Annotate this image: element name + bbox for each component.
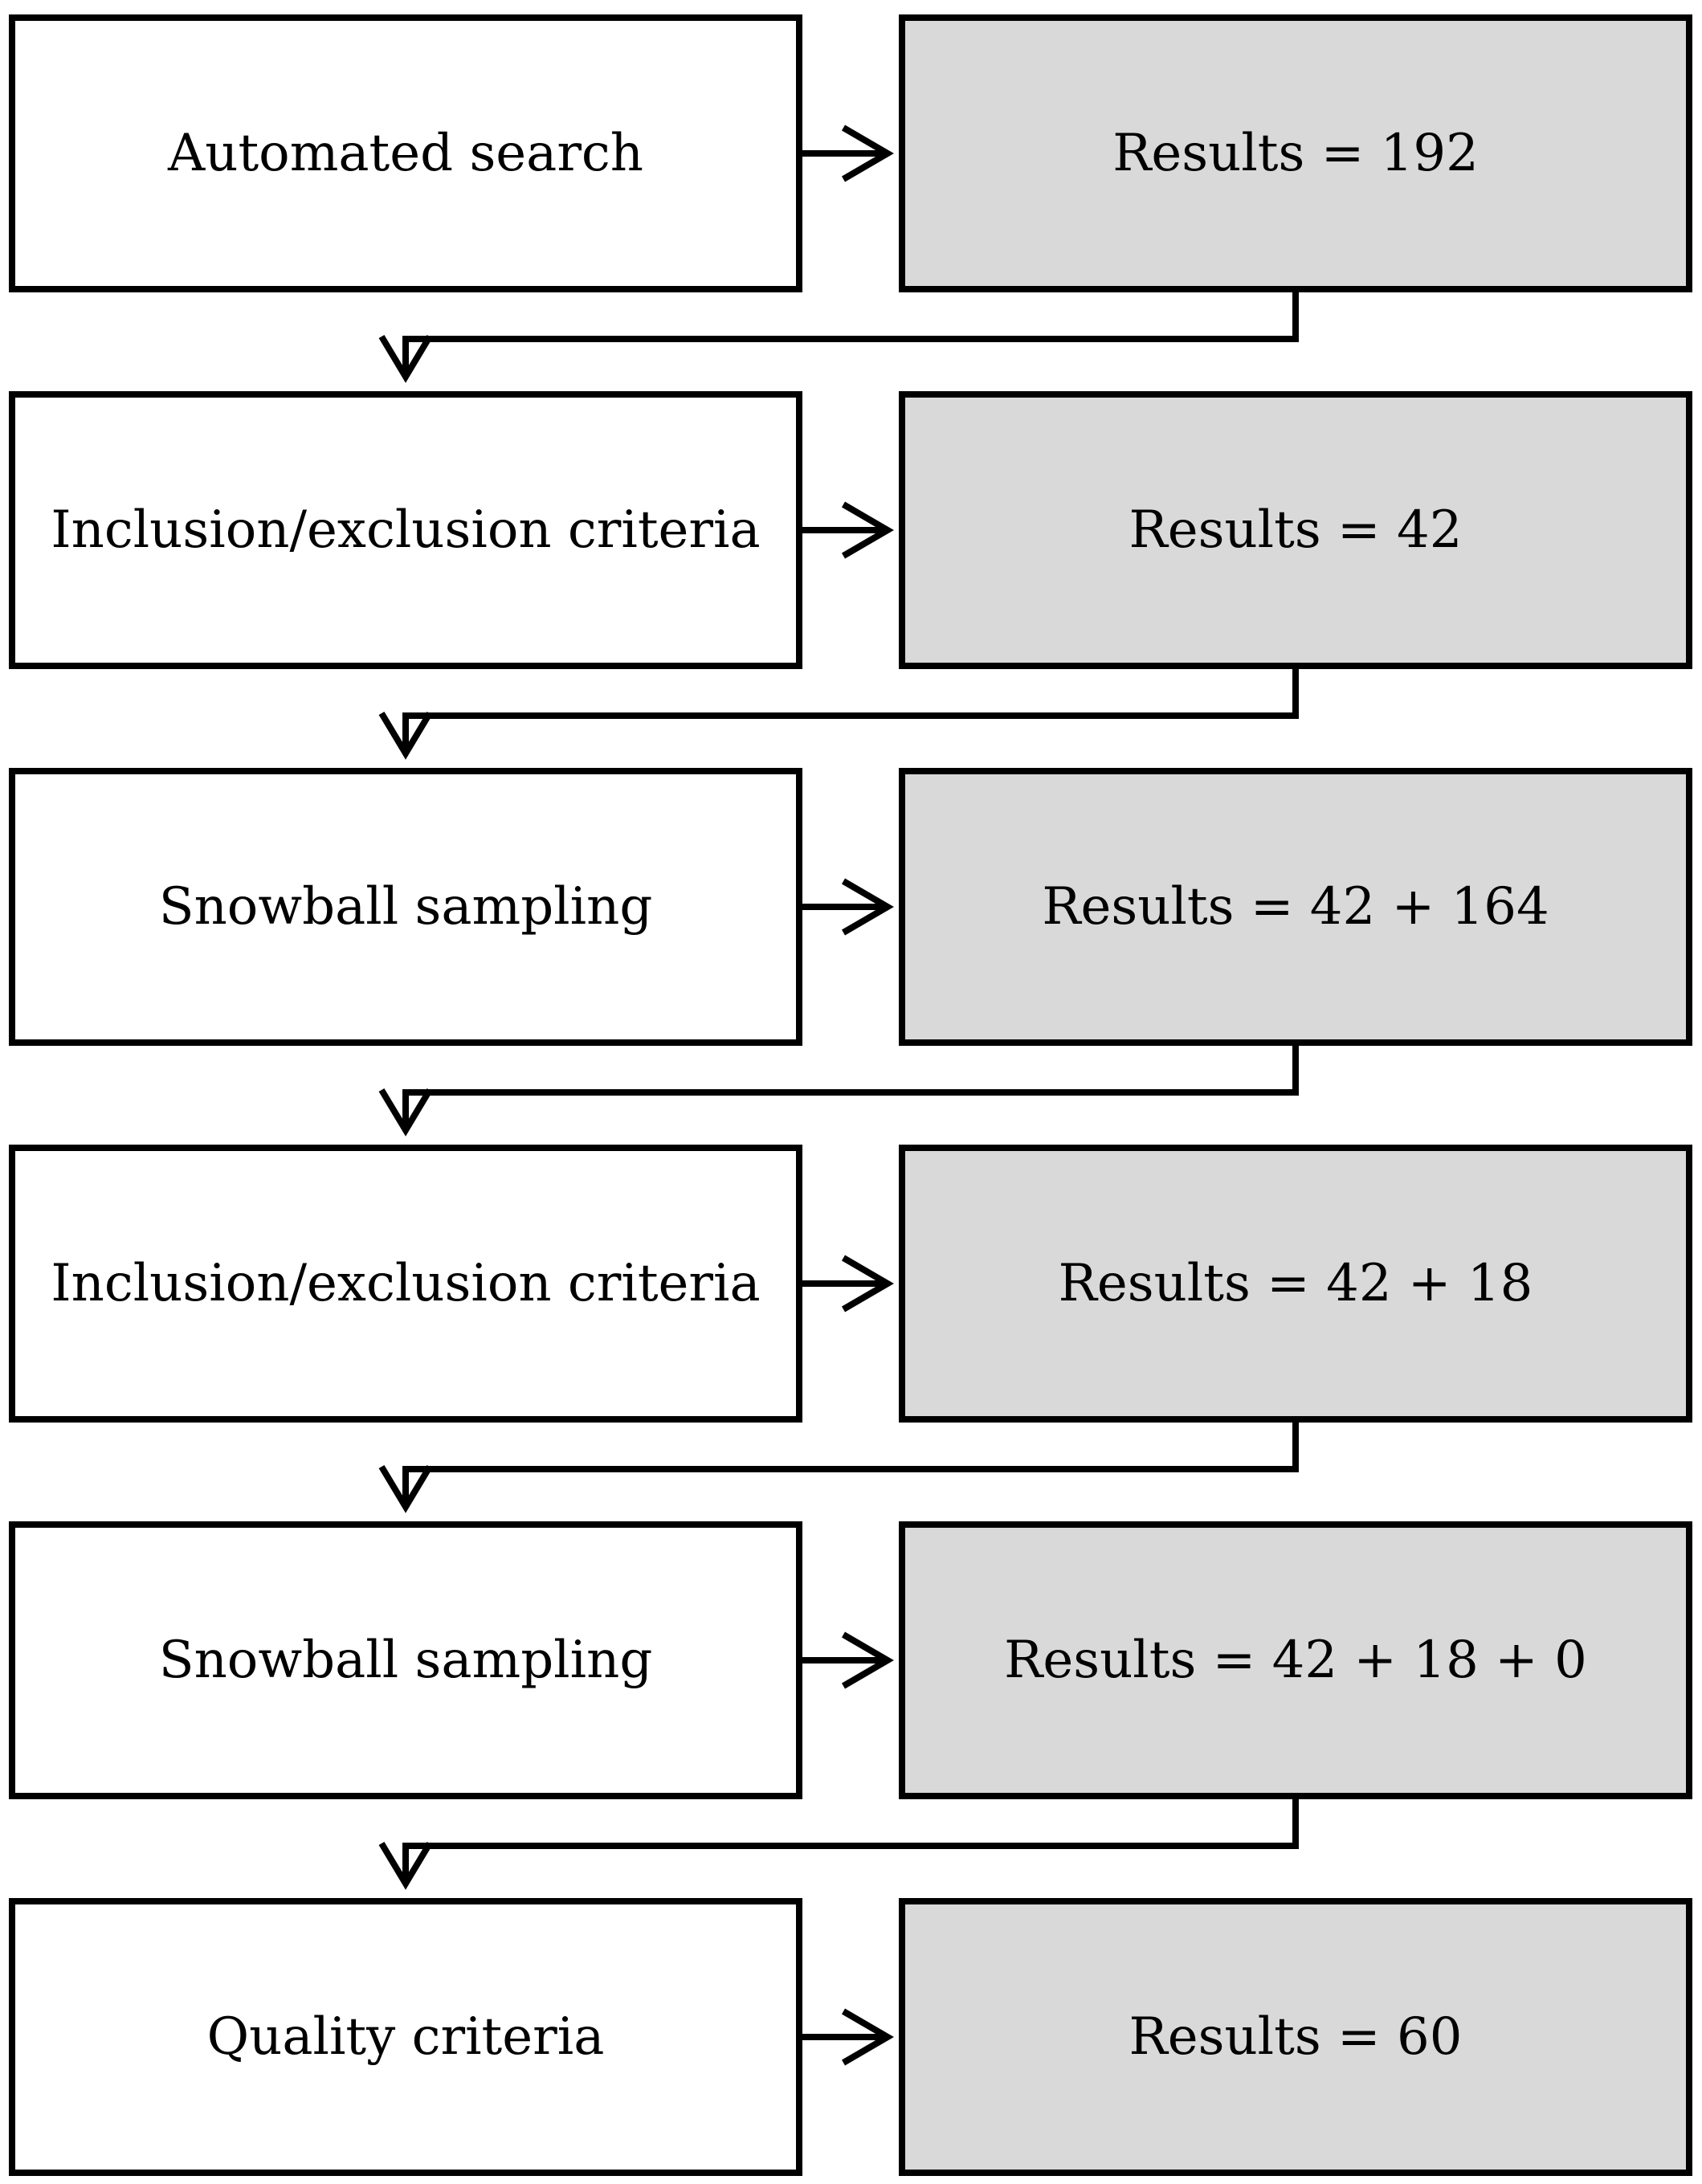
process-box: [9, 14, 802, 292]
result-label: Results = 60: [1129, 2007, 1463, 2067]
result-box: [899, 1898, 1692, 2176]
right-arrow: [802, 501, 894, 559]
result-box: [899, 1145, 1692, 1423]
process-box: [9, 768, 802, 1046]
process-box: [9, 1898, 802, 2176]
down-connector: [402, 292, 1299, 377]
result-label: Results = 42 + 18: [1059, 1254, 1533, 1313]
process-label: Snowball sampling: [159, 877, 653, 937]
down-connector: [402, 1799, 1299, 1884]
down-connector: [402, 1423, 1299, 1507]
result-box: [899, 768, 1692, 1046]
right-arrow: [802, 125, 894, 182]
process-label: Inclusion/exclusion criteria: [51, 500, 760, 560]
down-arrowhead: [378, 1464, 433, 1513]
result-label: Results = 42: [1129, 500, 1463, 560]
down-connector: [402, 669, 1299, 753]
result-label: Results = 42 + 18 + 0: [1004, 1631, 1587, 1690]
process-label: Quality criteria: [207, 2007, 605, 2067]
down-arrowhead: [378, 1841, 433, 1890]
result-box: [899, 14, 1692, 292]
down-arrowhead: [378, 1088, 433, 1137]
result-box: [899, 391, 1692, 669]
right-arrow: [802, 1255, 894, 1312]
result-box: [899, 1521, 1692, 1799]
process-label: Inclusion/exclusion criteria: [51, 1254, 760, 1313]
right-arrow: [802, 878, 894, 936]
process-label: Automated search: [167, 124, 643, 183]
process-box: [9, 391, 802, 669]
down-connector: [402, 1046, 1299, 1130]
result-label: Results = 192: [1112, 124, 1479, 183]
down-arrowhead: [378, 334, 433, 383]
right-arrow: [802, 1631, 894, 1689]
right-arrow: [802, 2008, 894, 2066]
down-arrowhead: [378, 711, 433, 760]
result-label: Results = 42 + 164: [1042, 877, 1549, 937]
process-box: [9, 1145, 802, 1423]
process-label: Snowball sampling: [159, 1631, 653, 1690]
process-box: [9, 1521, 802, 1799]
